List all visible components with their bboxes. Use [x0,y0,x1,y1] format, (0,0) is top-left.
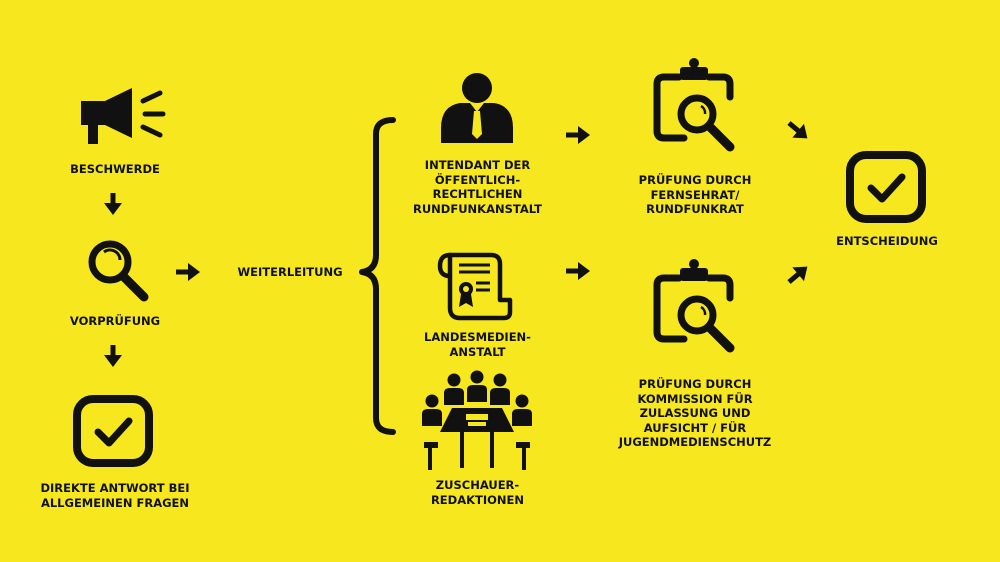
label-viewer-desk: ZUSCHAUER- REDAKTIONEN [430,478,525,507]
label-pre-check: VORPRÜFUNG [69,314,161,328]
arrow-right-top [566,126,590,144]
arrow-right-forward [176,263,200,281]
arrow-diagonal-up [783,259,814,289]
arrow-down-2 [104,345,122,367]
checkbox-icon [77,399,149,463]
checkbox-icon-decision [850,155,922,219]
clipboard-search-icon-bottom [657,259,730,348]
arrow-diagonal-down [783,116,814,146]
label-decision: ENTSCHEIDUNG [836,234,938,248]
label-review-commission: PRÜFUNG DURCH KOMMISSION FÜR ZULASSUNG U… [618,377,772,449]
clipboard-search-icon-top [657,58,730,147]
arrow-right-middle [566,262,590,280]
meeting-table-icon [422,370,532,470]
label-review-council: PRÜFUNG DURCH FERNSEHRAT/ RUNDFUNKRAT [638,173,752,216]
certificate-scroll-icon [437,252,513,321]
label-media-authority: LANDESMEDIEN- ANSTALT [424,330,531,359]
businessman-icon [441,73,513,143]
megaphone-icon [81,88,166,144]
label-forwarding: WEITERLEITUNG [237,265,343,279]
magnifier-icon [88,240,149,302]
label-director: INTENDANT DER ÖFFENTLICH- RECHTLICHEN RU… [412,158,543,216]
curly-brace [359,117,396,435]
arrow-down-1 [104,193,122,215]
label-complaint: BESCHWERDE [70,162,160,176]
label-direct-answer: DIREKTE ANTWORT BEI ALLGEMEINEN FRAGEN [40,481,190,510]
